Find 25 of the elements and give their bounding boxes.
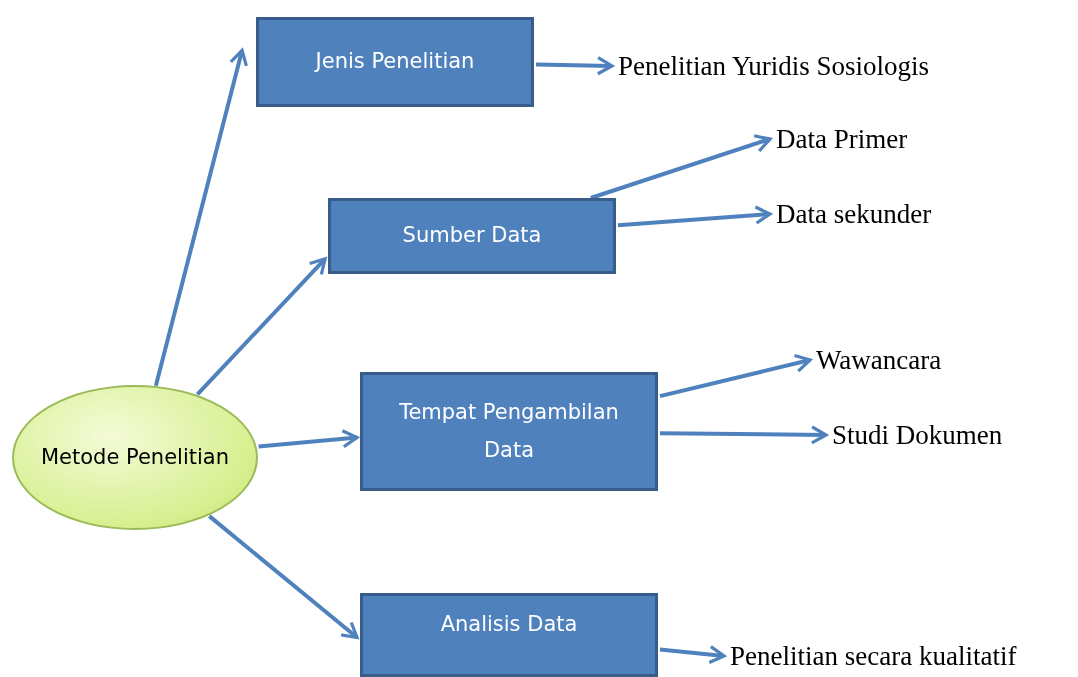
process-box bbox=[256, 17, 534, 107]
node-label: Tempat Pengambilan Data bbox=[398, 398, 620, 464]
arrow bbox=[590, 134, 772, 200]
process-box bbox=[360, 372, 658, 491]
arrow bbox=[258, 429, 359, 449]
arrow bbox=[617, 205, 772, 228]
node-label: Metode Penelitian bbox=[41, 443, 229, 471]
label-text: Studi Dokumen bbox=[832, 417, 1038, 453]
node-label: Jenis Penelitian bbox=[315, 48, 475, 76]
arrow bbox=[208, 514, 359, 640]
arrow bbox=[659, 645, 726, 665]
process-box bbox=[328, 198, 616, 274]
arrow bbox=[195, 257, 327, 396]
label-text: Penelitian secara kualitatif bbox=[730, 638, 1076, 674]
node-label: Analisis Data bbox=[440, 611, 578, 638]
label-text: Data Primer bbox=[776, 121, 938, 157]
arrow bbox=[153, 48, 248, 387]
label-text: Data sekunder bbox=[776, 196, 966, 232]
label-text: Wawancara bbox=[816, 342, 972, 378]
process-box bbox=[360, 593, 658, 677]
label-text: Penelitian Yuridis Sosiologis bbox=[618, 48, 1000, 84]
arrow bbox=[535, 56, 614, 76]
arrow bbox=[659, 353, 812, 399]
arrow bbox=[659, 425, 828, 445]
node-label: Sumber Data bbox=[402, 222, 542, 250]
